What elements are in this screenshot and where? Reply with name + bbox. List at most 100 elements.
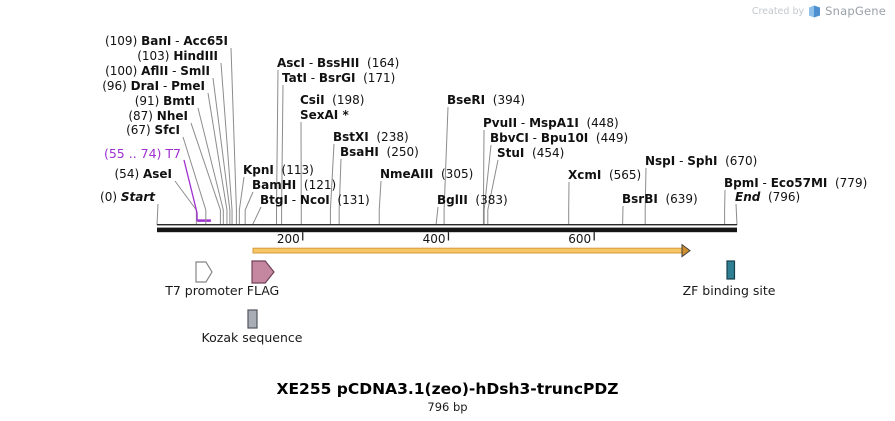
- enzyme-label-part: BsrGI: [318, 71, 356, 85]
- enzyme-label-part: -: [758, 176, 771, 190]
- sequence-length: 796 bp: [427, 400, 468, 414]
- enzyme-label-part: (96): [102, 79, 131, 93]
- enzyme-label-nmeAIII[interactable]: NmeAIII (305): [380, 168, 473, 181]
- orf-arrow-shaft[interactable]: [252, 247, 683, 254]
- enzyme-label-part: -: [159, 79, 172, 93]
- enzyme-label-part: CsiI: [300, 93, 325, 107]
- enzyme-label-bsrBI[interactable]: BsrBI (639): [622, 193, 698, 206]
- snapgene-logo-icon: [809, 5, 821, 17]
- enzyme-label-part: BmtI: [163, 94, 195, 108]
- enzyme-label-part: SmlI: [180, 64, 210, 78]
- enzyme-label-part: (100): [105, 64, 142, 78]
- enzyme-label-stuI[interactable]: StuI (454): [497, 147, 564, 160]
- zf-binding-glyph[interactable]: [726, 260, 736, 280]
- enzyme-label-part: -: [675, 154, 688, 168]
- enzyme-label-part: -: [306, 71, 319, 85]
- enzyme-label-part: (121): [296, 178, 337, 192]
- leader-line-nheI: [190, 122, 221, 225]
- enzyme-label-ascI-bssHII[interactable]: AscI - BssHII (164): [277, 57, 399, 70]
- enzyme-label-part: -: [171, 34, 184, 48]
- enzyme-label-pvuII-mspA1I[interactable]: PvuII - MspA1I (448): [483, 117, 619, 130]
- feature-label-kozak-glyph: Kozak sequence: [201, 330, 303, 345]
- enzyme-label-part: (449): [588, 131, 629, 145]
- enzyme-label-part: (670): [717, 154, 758, 168]
- ruler-number-600: 600: [568, 232, 592, 246]
- enzyme-label-sfcI[interactable]: (67) SfcI: [126, 124, 180, 137]
- watermark: Created by SnapGene: [752, 4, 886, 18]
- enzyme-label-part: BglII: [437, 193, 468, 207]
- enzyme-label-draI-pmeI[interactable]: (96) DraI - PmeI: [102, 80, 205, 93]
- enzyme-label-btgI-ncoI[interactable]: BtgI - NcoI (131): [260, 194, 370, 207]
- enzyme-label-part: XcmI: [568, 168, 602, 182]
- enzyme-label-hindIII[interactable]: (103) HindIII: [137, 50, 218, 63]
- flag-glyph[interactable]: [251, 260, 275, 284]
- leader-line-kpnI: [238, 176, 245, 225]
- enzyme-label-part: (54): [114, 167, 143, 181]
- enzyme-label-bamHI[interactable]: BamHI (121): [252, 179, 336, 192]
- leader-line-start: [156, 203, 159, 226]
- sequence-line: [157, 227, 737, 233]
- enzyme-label-part: BssHII: [316, 56, 360, 70]
- leader-line-bglII: [435, 206, 439, 226]
- enzyme-label-part: HindIII: [173, 49, 218, 63]
- enzyme-label-banI-acc65I[interactable]: (109) BanI - Acc65I: [105, 35, 228, 48]
- snapgene-brand-text: SnapGene: [825, 4, 886, 18]
- enzyme-label-part: -: [528, 131, 541, 145]
- enzyme-label-part: StuI: [497, 146, 525, 160]
- leader-line-sfcI: [182, 136, 207, 225]
- leader-line-pvuII-mspA1I: [482, 129, 485, 225]
- enzyme-label-part: (0): [100, 190, 121, 204]
- enzyme-label-tatI-bsrGI[interactable]: TatI - BsrGI (171): [282, 72, 395, 85]
- enzyme-label-end[interactable]: End (796): [735, 191, 800, 204]
- enzyme-label-part: AflII: [141, 64, 169, 78]
- enzyme-label-t7-promoter[interactable]: (55 .. 74) T7: [104, 147, 181, 160]
- enzyme-label-nheI[interactable]: (87) NheI: [128, 110, 188, 123]
- enzyme-label-part: BsaHI: [340, 145, 379, 159]
- enzyme-label-part: (779): [827, 176, 868, 190]
- enzyme-label-part: BbvCI: [490, 131, 529, 145]
- enzyme-label-part: (87): [128, 109, 157, 123]
- enzyme-label-sexAI[interactable]: SexAI *: [300, 109, 349, 122]
- enzyme-label-part: (796): [760, 190, 801, 204]
- enzyme-label-part: PmeI: [171, 79, 205, 93]
- enzyme-label-bmtI[interactable]: (91) BmtI: [135, 95, 195, 108]
- enzyme-label-part: (565): [601, 168, 642, 182]
- enzyme-label-part: DraI: [130, 79, 160, 93]
- leader-line-tatI-bsrGI: [281, 84, 284, 225]
- enzyme-label-nspI-sphI[interactable]: NspI - SphI (670): [645, 155, 757, 168]
- enzyme-label-aflII-smlI[interactable]: (100) AflII - SmlI: [105, 65, 210, 78]
- enzyme-label-part: MspA1I: [529, 116, 579, 130]
- enzyme-label-part: -: [305, 56, 317, 70]
- t7-promoter-glyph[interactable]: [195, 261, 213, 283]
- enzyme-label-start[interactable]: (0) Start: [100, 191, 155, 204]
- enzyme-label-aseI[interactable]: (54) AseI: [115, 168, 173, 181]
- enzyme-label-part: (454): [524, 146, 565, 160]
- enzyme-label-bseRI[interactable]: BseRI (394): [447, 94, 525, 107]
- enzyme-label-bsaHI[interactable]: BsaHI (250): [340, 146, 419, 159]
- enzyme-label-part: Acc65I: [183, 34, 228, 48]
- enzyme-label-part: NspI: [645, 154, 676, 168]
- enzyme-label-kpnI[interactable]: KpnI (113): [243, 164, 314, 177]
- enzyme-label-part: (171): [355, 71, 396, 85]
- enzyme-label-bstXI[interactable]: BstXI (238): [333, 131, 409, 144]
- leader-line-stuI: [487, 159, 499, 225]
- enzyme-label-part: BamHI: [252, 178, 297, 192]
- enzyme-label-part: SfcI: [154, 123, 180, 137]
- kozak-glyph[interactable]: [247, 309, 258, 329]
- leader-line-hindIII: [220, 62, 233, 225]
- enzyme-label-part: (305): [433, 167, 474, 181]
- feature-label-zf-binding-glyph: ZF binding site: [682, 283, 776, 298]
- enzyme-label-part: BpmI: [724, 176, 759, 190]
- enzyme-label-part: (131): [329, 193, 370, 207]
- enzyme-label-part: (198): [324, 93, 365, 107]
- enzyme-label-bbvCI-bpu10I[interactable]: BbvCI - Bpu10I (449): [490, 132, 628, 145]
- enzyme-label-xcmI[interactable]: XcmI (565): [568, 169, 641, 182]
- orf-arrow-head: [681, 243, 691, 258]
- enzyme-label-part: (113): [273, 163, 314, 177]
- enzyme-label-bglII[interactable]: BglII (383): [437, 194, 508, 207]
- enzyme-label-csiI[interactable]: CsiI (198): [300, 94, 364, 107]
- enzyme-label-part: SphI: [687, 154, 718, 168]
- leader-line-nspI-sphI: [644, 167, 647, 225]
- enzyme-label-bpmI-eco57MI[interactable]: BpmI - Eco57MI (779): [724, 177, 867, 190]
- enzyme-label-part: NcoI: [299, 193, 330, 207]
